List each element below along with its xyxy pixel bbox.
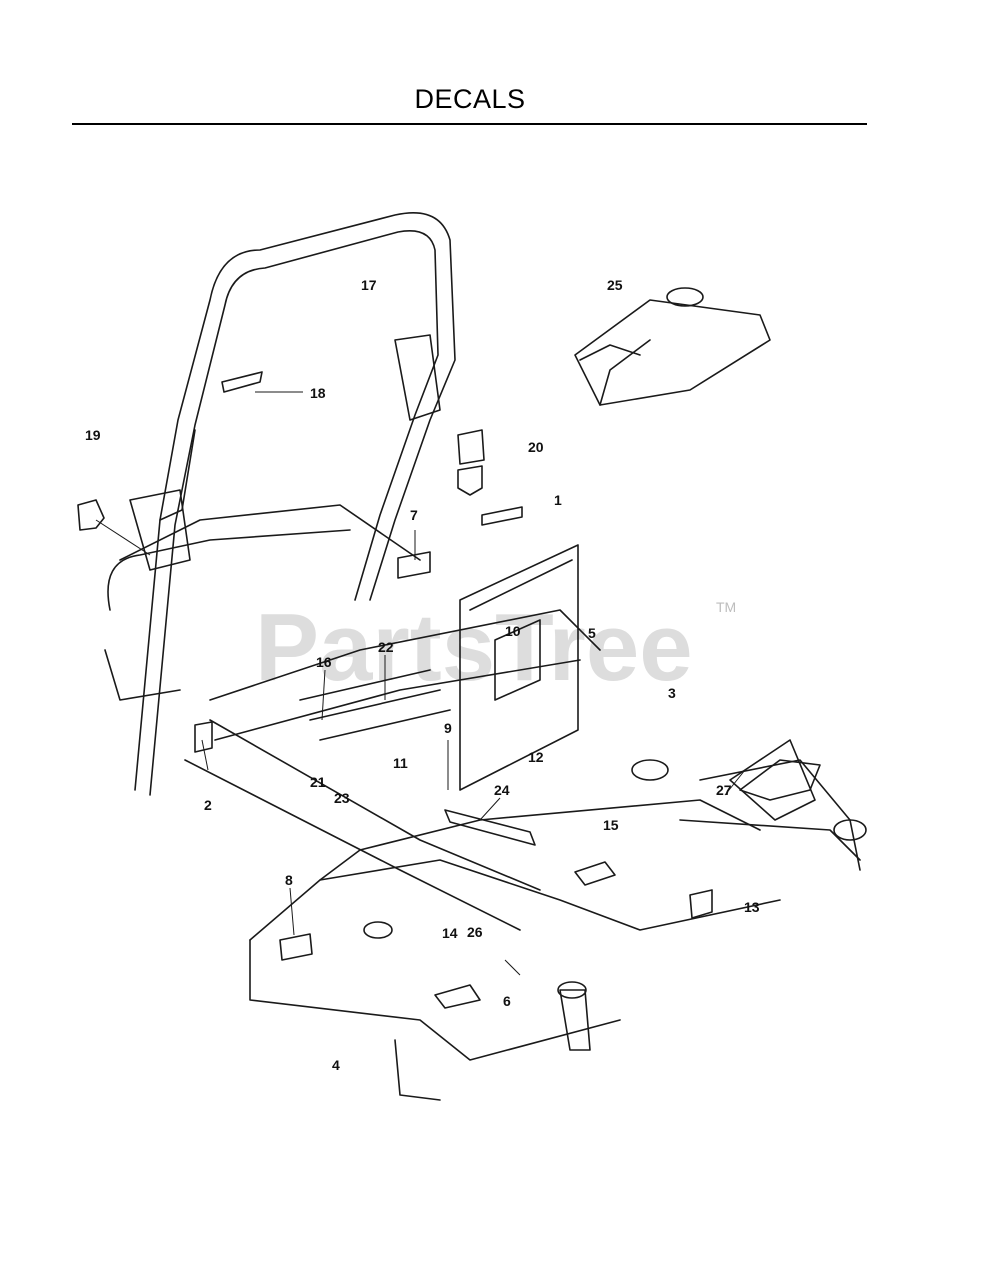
callout-9: 9 [444,720,452,736]
callout-19: 19 [85,427,101,443]
leader-lines [95,391,746,976]
watermark-text: PartsTree [255,594,693,701]
callout-2: 2 [204,797,212,813]
callout-20: 20 [528,439,544,455]
callout-26: 26 [467,924,483,940]
title-rule [72,123,867,125]
callout-12: 12 [528,749,544,765]
callout-24: 24 [494,782,510,798]
page-title: DECALS [414,84,526,114]
callout-10: 10 [505,623,521,639]
mower-line-art [77,211,867,1101]
callout-27: 27 [716,782,732,798]
callout-17: 17 [361,277,377,293]
callout-3: 3 [668,685,676,701]
callout-22: 22 [378,639,394,655]
callout-18: 18 [310,385,326,401]
callout-6: 6 [503,993,511,1009]
callout-4: 4 [332,1057,340,1073]
callout-23: 23 [334,790,350,806]
callout-11: 11 [393,755,408,771]
callout-16: 16 [316,654,332,670]
callout-15: 15 [603,817,619,833]
callout-7: 7 [410,507,418,523]
callout-13: 13 [744,899,760,915]
callout-25: 25 [607,277,623,293]
callout-1: 1 [554,492,562,508]
callout-21: 21 [310,774,326,790]
callout-labels: 1 2 3 4 5 6 7 8 9 10 11 12 13 14 15 16 1… [85,277,760,1073]
callout-8: 8 [285,872,293,888]
callout-5: 5 [588,625,596,641]
callout-14: 14 [442,925,458,941]
watermark-trademark: TM [716,599,736,615]
